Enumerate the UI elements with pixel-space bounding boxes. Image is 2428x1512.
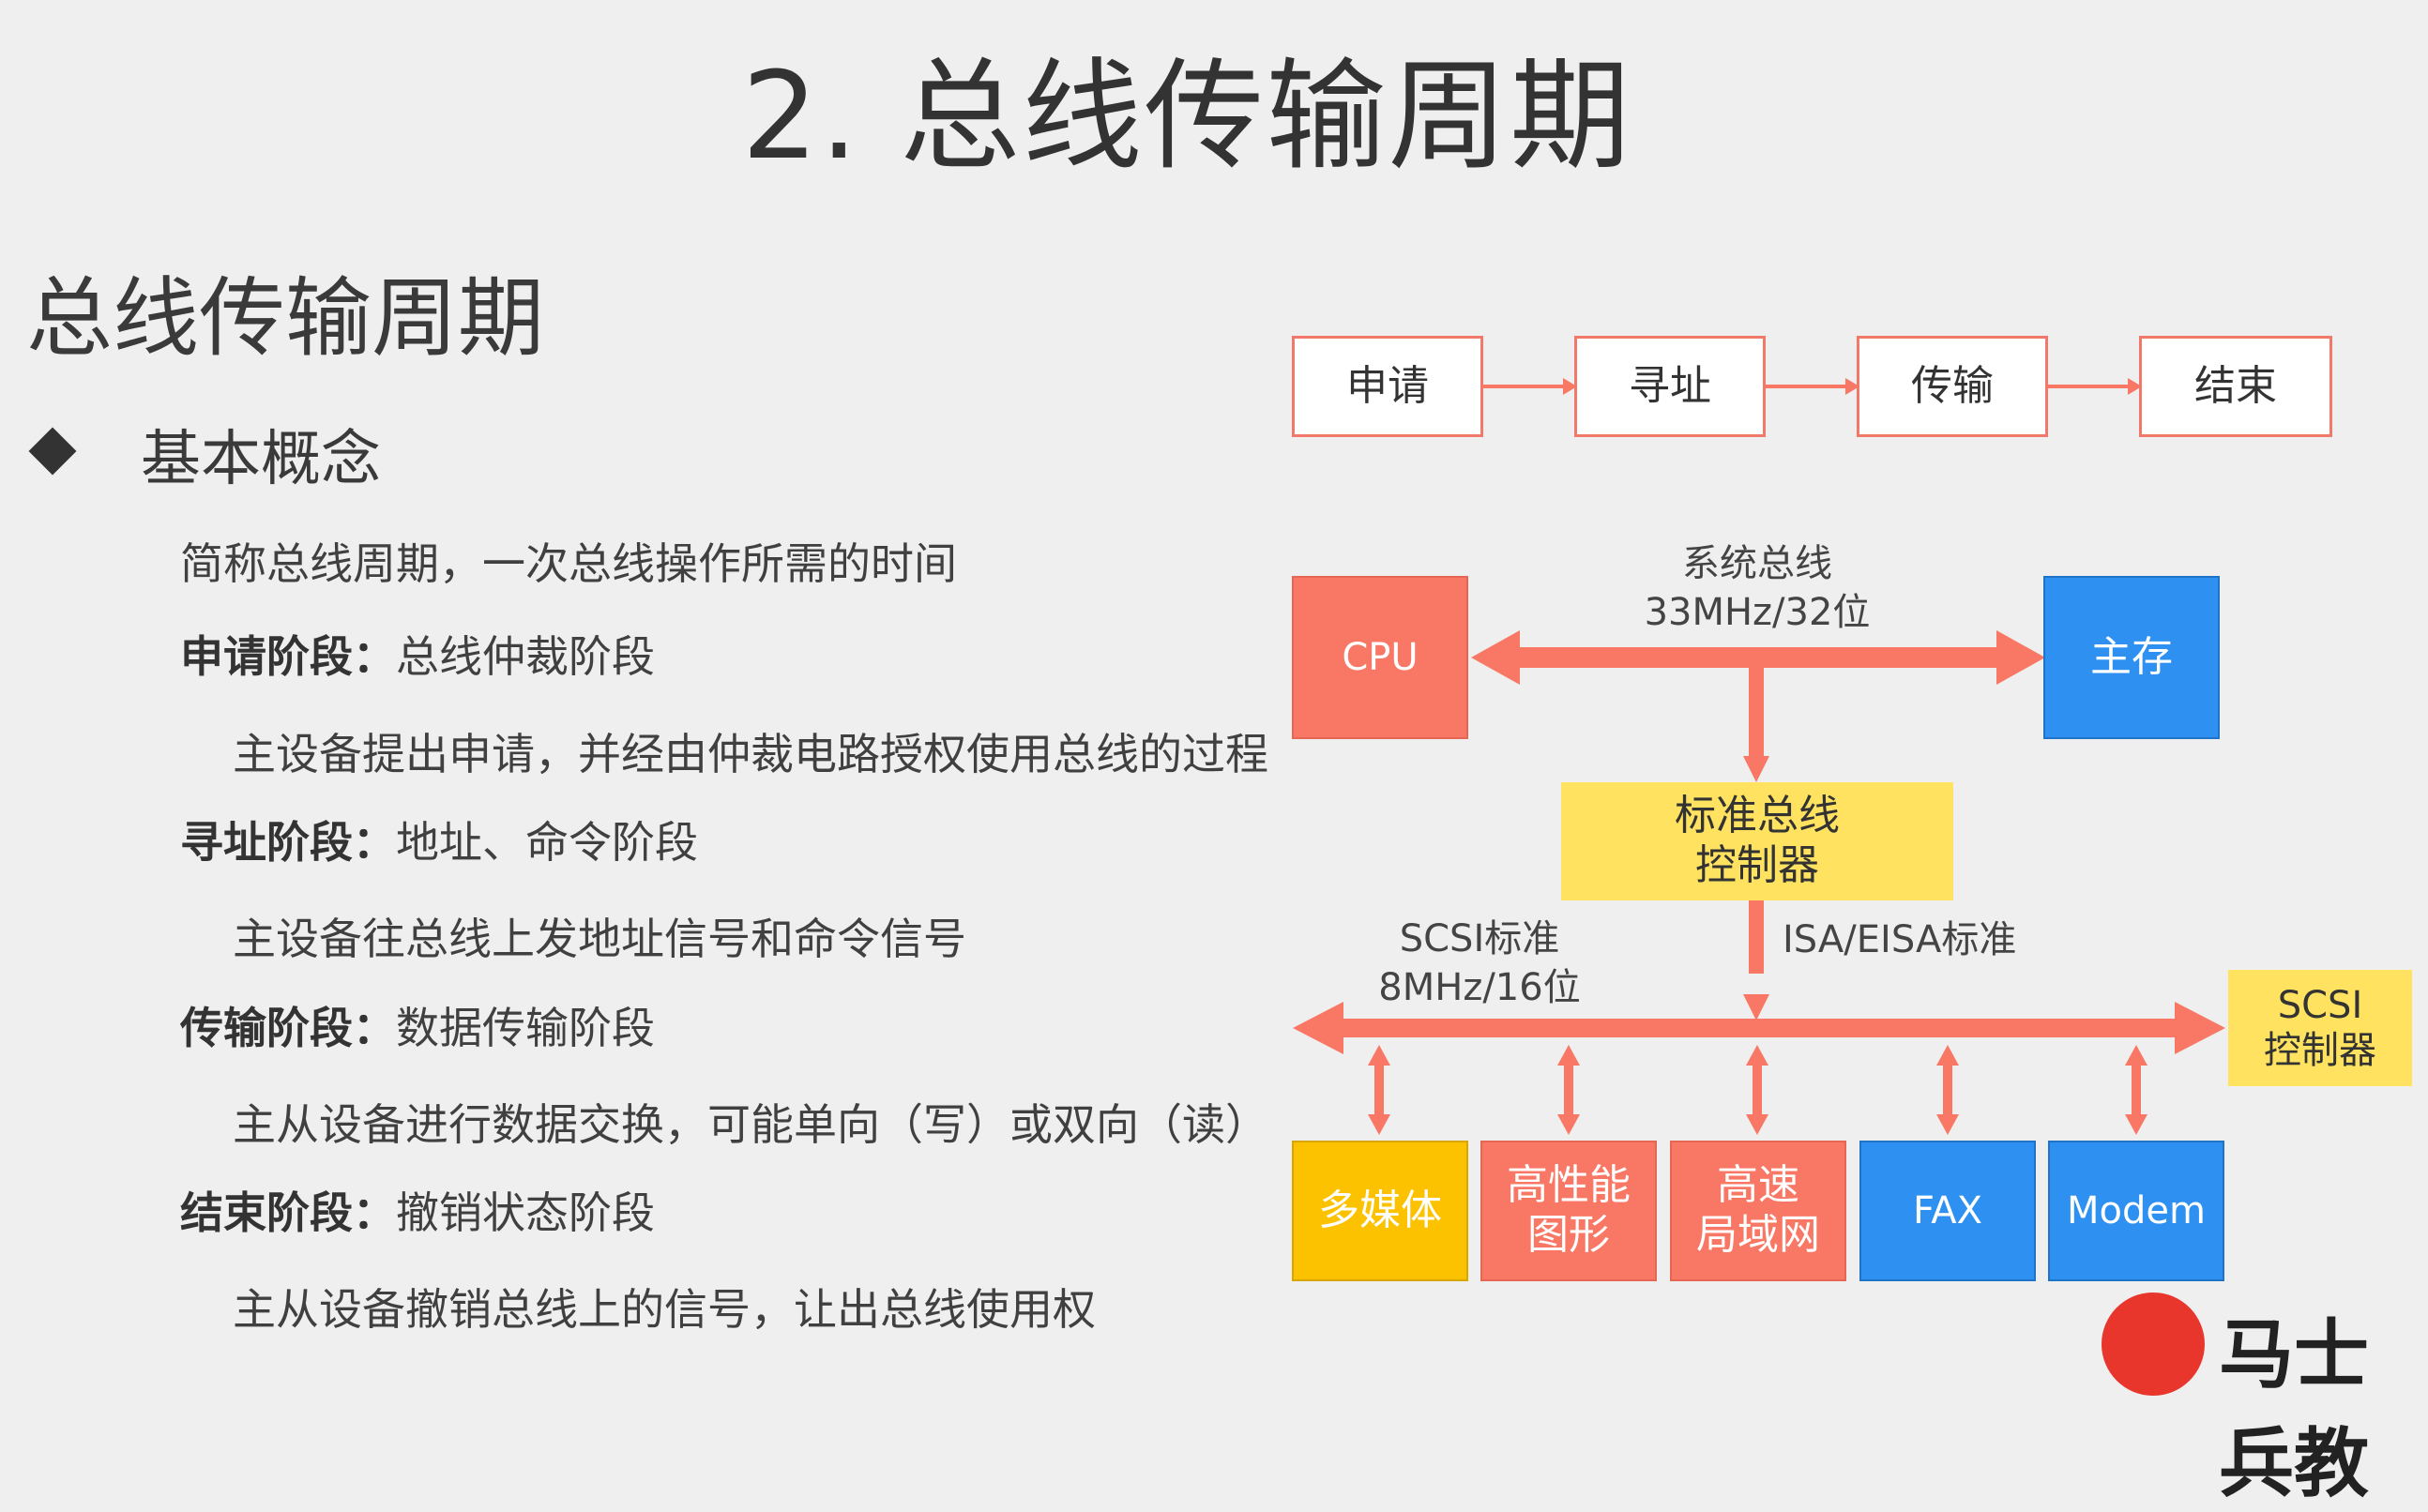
device-label: 高性能: [1507, 1161, 1631, 1210]
device-connector: [1936, 1045, 1959, 1135]
phase-detail: 主从设备进行数据交换，可能单向（写）或双向（读）: [233, 1099, 1268, 1150]
scsi-standard-name: SCSI标准: [1399, 917, 1560, 960]
phase-detail: 主从设备撤销总线上的信号，让出总线使用权: [233, 1284, 1096, 1335]
cpu-box: CPU: [1292, 576, 1468, 739]
section-title: 总线传输周期: [26, 268, 545, 369]
scsi-standard-label: SCSI标准 8MHz/16位: [1372, 915, 1587, 1012]
bus-controller-box: 标准总线 控制器: [1561, 782, 1953, 900]
scsi-controller-line2: 控制器: [2264, 1029, 2376, 1072]
system-bus-left-head: [1471, 630, 1520, 685]
intro-text: 简称总线周期，一次总线操作所需的时间: [180, 538, 957, 589]
bus-diagram-arrows: [1293, 378, 2225, 1135]
phase-heading: 传输阶段：数据传输阶段: [180, 994, 655, 1056]
main-memory-box: 主存: [2043, 576, 2220, 739]
flow-arrow: [2048, 385, 2138, 388]
concept-heading: 基本概念: [141, 425, 381, 494]
isa-bus-right-head: [2175, 1002, 2225, 1054]
phase-heading: 结束阶段：撤销状态阶段: [180, 1179, 655, 1241]
controller-to-isa-head: [1743, 994, 1769, 1021]
device-label: Modem: [2067, 1189, 2206, 1232]
phase-heading: 申请阶段：总线仲裁阶段: [180, 623, 655, 685]
phase-name: 结束阶段：: [180, 1187, 396, 1238]
phase-name: 传输阶段：: [180, 1003, 396, 1053]
device-lan: 高速 局域网: [1670, 1141, 1846, 1281]
device-connector: [1557, 1045, 1580, 1135]
phase-name: 申请阶段：: [180, 631, 396, 682]
phase-heading: 寻址阶段：地址、命令阶段: [180, 809, 698, 870]
device-connector: [1746, 1045, 1768, 1135]
system-bus-line: [1501, 647, 2026, 668]
flow-arrow-head: [1563, 378, 1577, 395]
system-bus-label: 系统总线 33MHz/32位: [1634, 539, 1880, 637]
device-connectors: [1368, 1045, 2147, 1135]
phase-summary: 总线仲裁阶段: [396, 631, 655, 682]
device-label: 高速: [1717, 1161, 1799, 1210]
flow-step: 传输: [1857, 336, 2048, 437]
device-connector: [1368, 1045, 1390, 1135]
phase-name: 寻址阶段：: [180, 817, 396, 868]
device-multimedia: 多媒体: [1292, 1141, 1468, 1281]
logo-text: 马士兵教: [2219, 1311, 2369, 1507]
controller-line1: 标准总线: [1675, 792, 1840, 840]
controller-to-isa: [1749, 899, 1764, 974]
flow-step: 结束: [2139, 336, 2332, 437]
phase-summary: 撤销状态阶段: [396, 1187, 655, 1238]
device-graphics: 高性能 图形: [1480, 1141, 1657, 1281]
controller-line2: 控制器: [1695, 841, 1819, 889]
device-label: 图形: [1527, 1211, 1610, 1259]
flow-arrow: [1483, 385, 1573, 388]
scsi-controller-box: SCSI 控制器: [2228, 970, 2412, 1086]
phase-summary: 数据传输阶段: [396, 1003, 655, 1053]
flow-step: 申请: [1292, 336, 1483, 437]
device-label: FAX: [1912, 1189, 1983, 1232]
scsi-standard-spec: 8MHz/16位: [1378, 966, 1581, 1009]
phase-summary: 地址、命令阶段: [396, 817, 698, 868]
scsi-controller-line1: SCSI: [2277, 984, 2363, 1027]
phase-detail: 主设备提出申请，并经由仲裁电路授权使用总线的过程: [233, 729, 1268, 779]
device-modem: Modem: [2048, 1141, 2224, 1281]
device-label: 多媒体: [1318, 1186, 1442, 1234]
isa-standard-label: ISA/EISA标准: [1783, 918, 2017, 961]
isa-bus-left-head: [1293, 1002, 1343, 1054]
flow-arrow-head: [1845, 378, 1859, 395]
system-bus-right-head: [1996, 630, 2045, 685]
system-bus-name: 系统总线: [1682, 542, 1832, 585]
isa-bus-line: [1332, 1019, 2205, 1037]
device-fax: FAX: [1859, 1141, 2036, 1281]
phase-detail: 主设备往总线上发地址信号和命令信号: [233, 914, 966, 964]
logo-icon: [2102, 1293, 2205, 1396]
flow-arrow-head: [2128, 378, 2142, 395]
flow-step: 寻址: [1574, 336, 1766, 437]
device-label: 局域网: [1696, 1211, 1820, 1259]
flow-arrow: [1766, 385, 1856, 388]
bus-to-controller: [1749, 666, 1764, 760]
page-title: 2. 总线传输周期: [741, 47, 1632, 187]
system-bus-spec: 33MHz/32位: [1644, 591, 1871, 634]
device-connector: [2125, 1045, 2147, 1135]
bus-to-controller-head: [1743, 756, 1769, 782]
